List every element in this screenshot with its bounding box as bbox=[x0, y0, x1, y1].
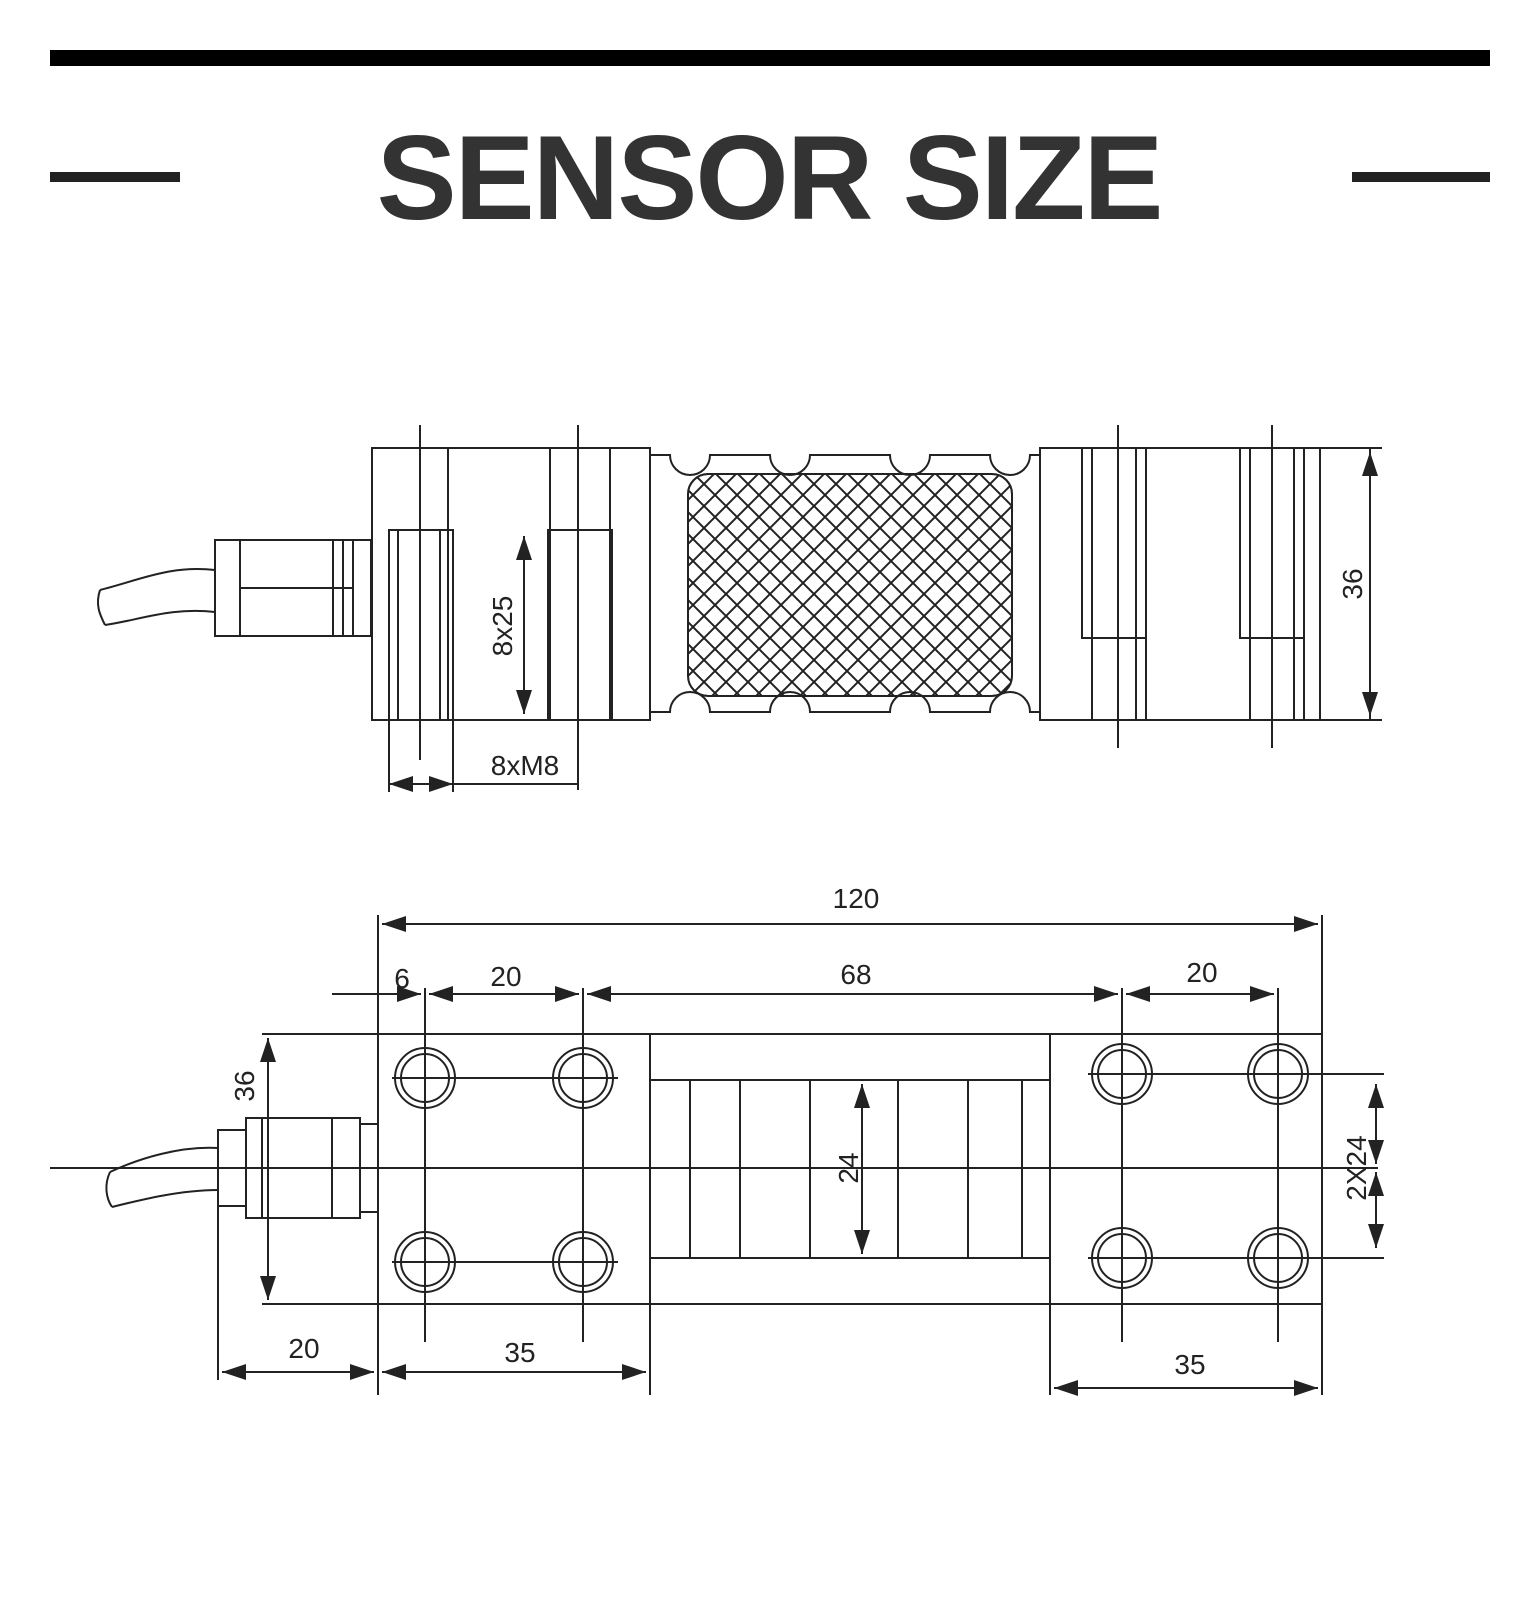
side-height-label: 36 bbox=[1337, 568, 1368, 599]
title-dash-left bbox=[50, 172, 180, 182]
hole-spacing-left-label: 20 bbox=[490, 961, 521, 992]
side-gland bbox=[214, 539, 372, 637]
page-title: SENSOR SIZE bbox=[376, 111, 1164, 245]
side-bolts-right bbox=[1081, 425, 1321, 748]
hole-spacing-right-label: 20 bbox=[1186, 957, 1217, 988]
side-view bbox=[96, 425, 1382, 792]
top-view bbox=[50, 915, 1384, 1396]
center-width-label: 24 bbox=[833, 1152, 864, 1183]
header-rule bbox=[50, 50, 1490, 66]
top-width-label: 36 bbox=[229, 1070, 260, 1101]
side-slot-label: 8x25 bbox=[487, 596, 518, 657]
side-bolts-left bbox=[388, 425, 613, 790]
top-center-section bbox=[649, 1079, 1051, 1259]
block-right-label: 35 bbox=[1174, 1349, 1205, 1380]
hole-rows-label: 2X24 bbox=[1341, 1135, 1372, 1200]
top-cable bbox=[105, 1146, 219, 1208]
center-span-label: 68 bbox=[840, 959, 871, 990]
side-thread-label: 8xM8 bbox=[491, 750, 559, 781]
title-dash-right bbox=[1352, 172, 1490, 182]
block-left-label: 35 bbox=[504, 1337, 535, 1368]
cable-gland-label: 20 bbox=[288, 1333, 319, 1364]
edge-offset-label: 6 bbox=[394, 963, 410, 994]
overall-length-label: 120 bbox=[833, 883, 880, 914]
side-cable bbox=[96, 568, 216, 626]
